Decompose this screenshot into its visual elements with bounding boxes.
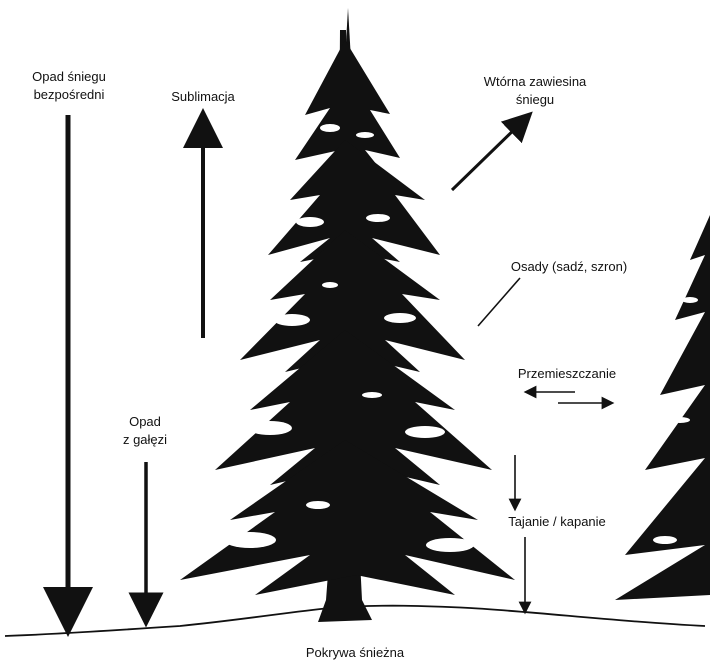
branch-fall-line-2: z gałęzi [100,431,190,449]
branch-fall-label: Opad z gałęzi [100,413,190,449]
melt-drip-text: Tajanie / kapanie [482,513,632,531]
sublimation-text: Sublimacja [150,88,256,106]
sublimation-label: Sublimacja [150,88,256,106]
deposits-text: Osady (sadź, szron) [484,258,654,276]
melt-drip-label: Tajanie / kapanie [482,513,632,531]
deposits-leader [478,278,520,326]
deposits-label: Osady (sadź, szron) [484,258,654,276]
direct-snowfall-line-2: bezpośredni [14,86,124,104]
snowpack-text: Pokrywa śnieżna [290,644,420,662]
snowpack-label: Pokrywa śnieżna [290,644,420,662]
direct-snowfall-label: Opad śniegu bezpośredni [14,68,124,104]
redistribution-text: Przemieszczanie [492,365,642,383]
secondary-suspension-arrow [452,122,522,190]
secondary-suspension-label: Wtórna zawiesina śniegu [450,73,620,109]
redistribution-label: Przemieszczanie [492,365,642,383]
direct-snowfall-line-1: Opad śniegu [14,68,124,86]
secondary-suspension-line-2: śniegu [450,91,620,109]
branch-fall-line-1: Opad [100,413,190,431]
secondary-suspension-line-1: Wtórna zawiesina [450,73,620,91]
